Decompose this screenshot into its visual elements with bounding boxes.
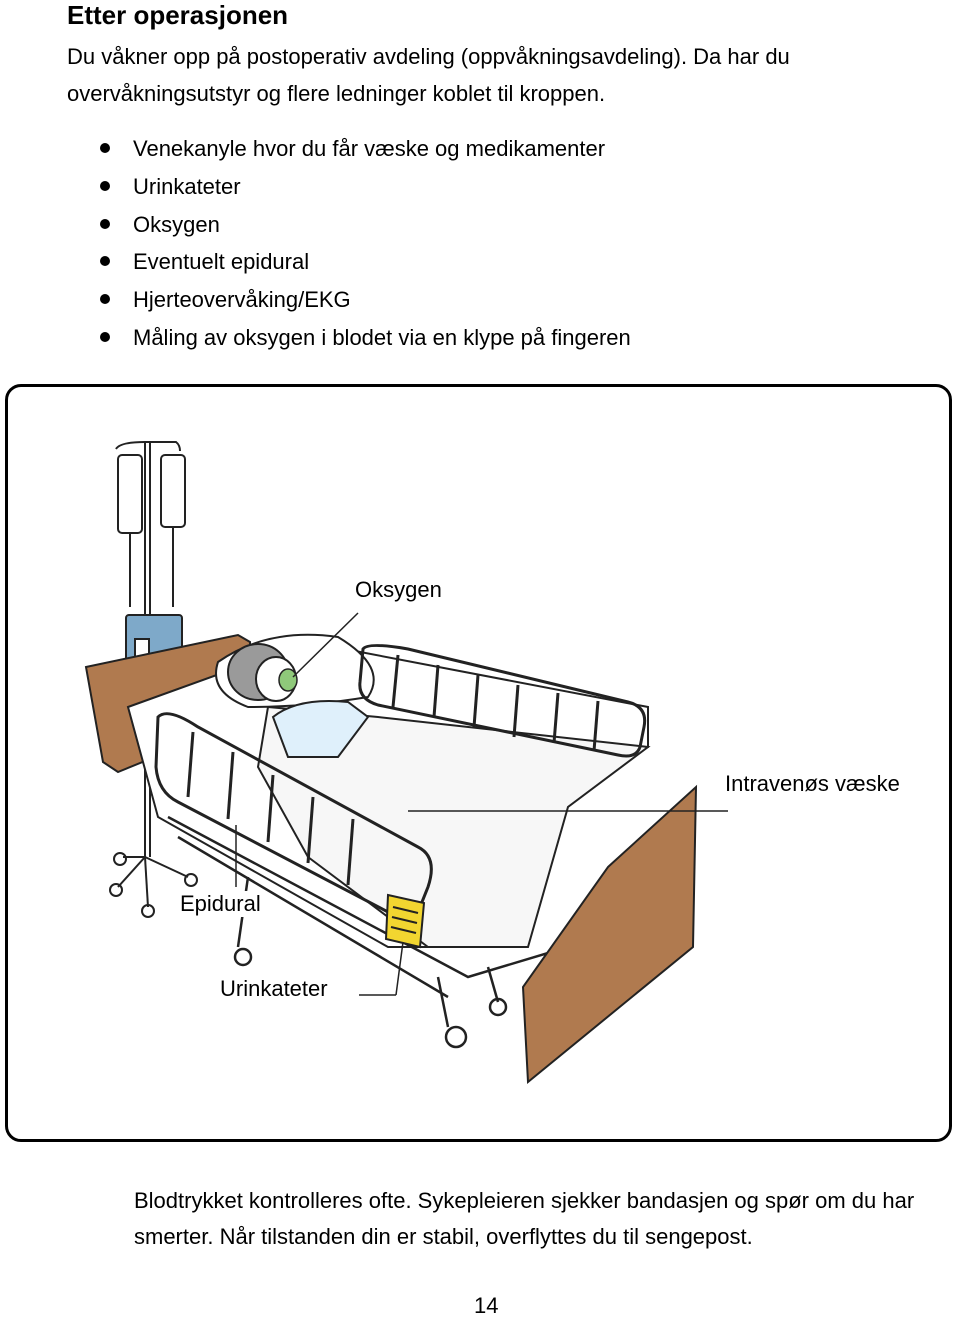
callout-lines (235, 612, 728, 996)
list-item: Eventuelt epidural (100, 243, 631, 281)
urine-bag-icon (384, 893, 426, 949)
label-urinary-catheter: Urinkateter (219, 976, 329, 1002)
bed-side-rail-back (358, 644, 647, 758)
page-number: 14 (474, 1293, 499, 1318)
list-item-text: Oksygen (133, 211, 220, 237)
blanket (256, 705, 651, 948)
bed-drawing (84, 441, 728, 1085)
bullet-icon (100, 180, 110, 191)
list-item-text: Måling av oksygen i blodet via en klype … (133, 324, 631, 350)
label-oxygen: Oksygen (354, 577, 443, 603)
bed-foot-panel (521, 784, 698, 1085)
list-item: Venekanyle hvor du får væske og medikame… (100, 130, 631, 168)
list-item-text: Venekanyle hvor du får væske og medikame… (133, 136, 606, 161)
list-item: Oksygen (100, 206, 631, 244)
list-item-text: Hjerteovervåking/EKG (133, 287, 351, 313)
equipment-list: Venekanyle hvor du får væske og medikame… (100, 130, 631, 357)
iv-bag-icon (117, 454, 186, 607)
oxygen-mask-icon (278, 668, 298, 692)
bullet-icon (100, 331, 110, 342)
bullet-icon (100, 256, 110, 267)
bullet-icon (100, 143, 110, 153)
label-epidural: Epidural (179, 891, 262, 917)
list-item-text: Urinkateter (133, 173, 241, 199)
list-item: Urinkateter (100, 168, 631, 206)
bottom-paragraph: Blodtrykket kontrolleres ofte. Sykepleie… (134, 1188, 915, 1249)
page-heading: Etter operasjonen (67, 0, 289, 30)
list-item: Hjerteovervåking/EKG (100, 281, 631, 319)
bullet-icon (100, 218, 110, 229)
patient-body (271, 700, 370, 758)
intro-paragraph: Du våkner opp på postoperativ avdeling (… (67, 44, 790, 106)
list-item-text: Eventuelt epidural (133, 249, 310, 275)
hospital-bed-illustration: Oksygen Intravenøs væske Epidural Urinka… (5, 384, 952, 1142)
bullet-icon (100, 294, 110, 305)
label-iv-fluid: Intravenøs væske (724, 771, 901, 797)
bed-frame (167, 815, 569, 1049)
list-item: Måling av oksygen i blodet via en klype … (100, 319, 631, 357)
